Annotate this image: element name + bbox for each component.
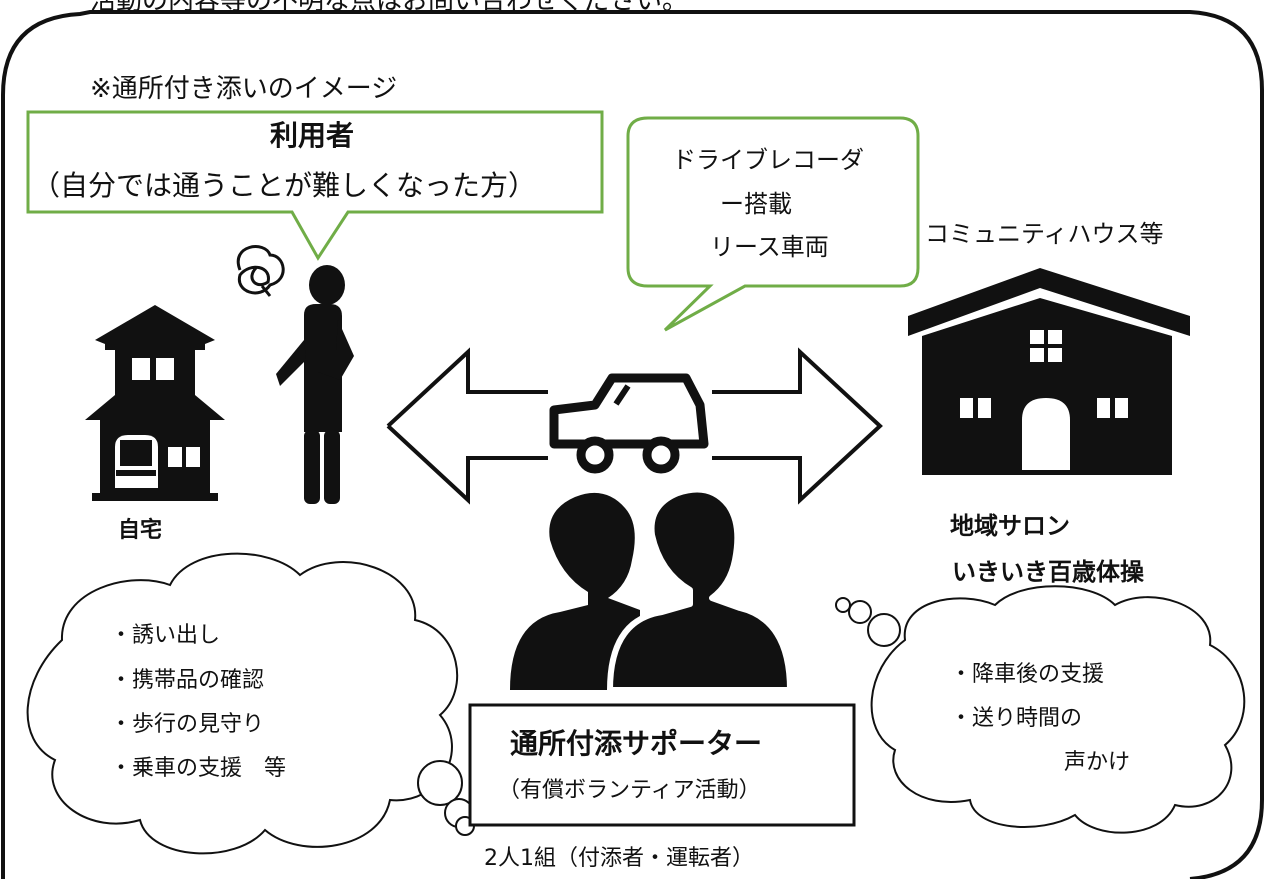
- home-support-item: ・携帯品の確認: [110, 668, 265, 693]
- supporter-box-title: 通所付添サポーター: [510, 727, 763, 760]
- worried-person-icon: [236, 245, 354, 504]
- home-support-cloud: [26, 552, 475, 855]
- car-speech-bubble: [626, 116, 920, 332]
- home-support-item: ・誘い出し: [110, 623, 221, 648]
- team-note: 2人1組（付添者・運転者）: [484, 846, 754, 871]
- car-bubble-line3: リース車両: [710, 233, 829, 261]
- double-arrow-icon: [386, 347, 883, 505]
- house-icon: [85, 305, 225, 501]
- supporter-box-subtitle: （有償ボランティア活動）: [498, 778, 761, 803]
- car-bubble-line1: ドライブレコーダ: [672, 146, 864, 174]
- outer-frame: [1, 10, 1264, 879]
- dest-support-item: ・降車後の支援: [950, 662, 1105, 687]
- dest-support-cloud: [835, 585, 1246, 834]
- home-support-item: ・乗車の支援 等: [110, 756, 287, 781]
- destination-label: コミュニティハウス等: [925, 220, 1164, 248]
- destination-activity-line1: 地域サロン: [950, 512, 1070, 540]
- destination-activity-line2: いきいき百歳体操: [952, 558, 1144, 586]
- car-icon: [549, 373, 709, 474]
- car-bubble-line2: ー搭載: [720, 190, 792, 218]
- user-box-title: 利用者: [270, 119, 355, 152]
- dest-support-item: 声かけ: [1064, 750, 1131, 775]
- dest-support-item: ・送り時間の: [950, 706, 1083, 731]
- image-note: ※通所付き添いのイメージ: [90, 74, 398, 104]
- supporter-box: [468, 703, 856, 827]
- home-label: 自宅: [118, 518, 163, 543]
- confused-scribble-icon: [236, 245, 285, 297]
- header-text: 活動の内容等の不明な点はお問い合わせください。: [90, 0, 689, 16]
- user-box-subtitle: （自分では通うことが難しくなった方）: [32, 169, 537, 202]
- supporters-icon: [510, 486, 793, 693]
- home-support-item: ・歩行の見守り: [110, 712, 265, 737]
- user-speech-box: [26, 110, 604, 261]
- community-house-icon: [908, 268, 1190, 475]
